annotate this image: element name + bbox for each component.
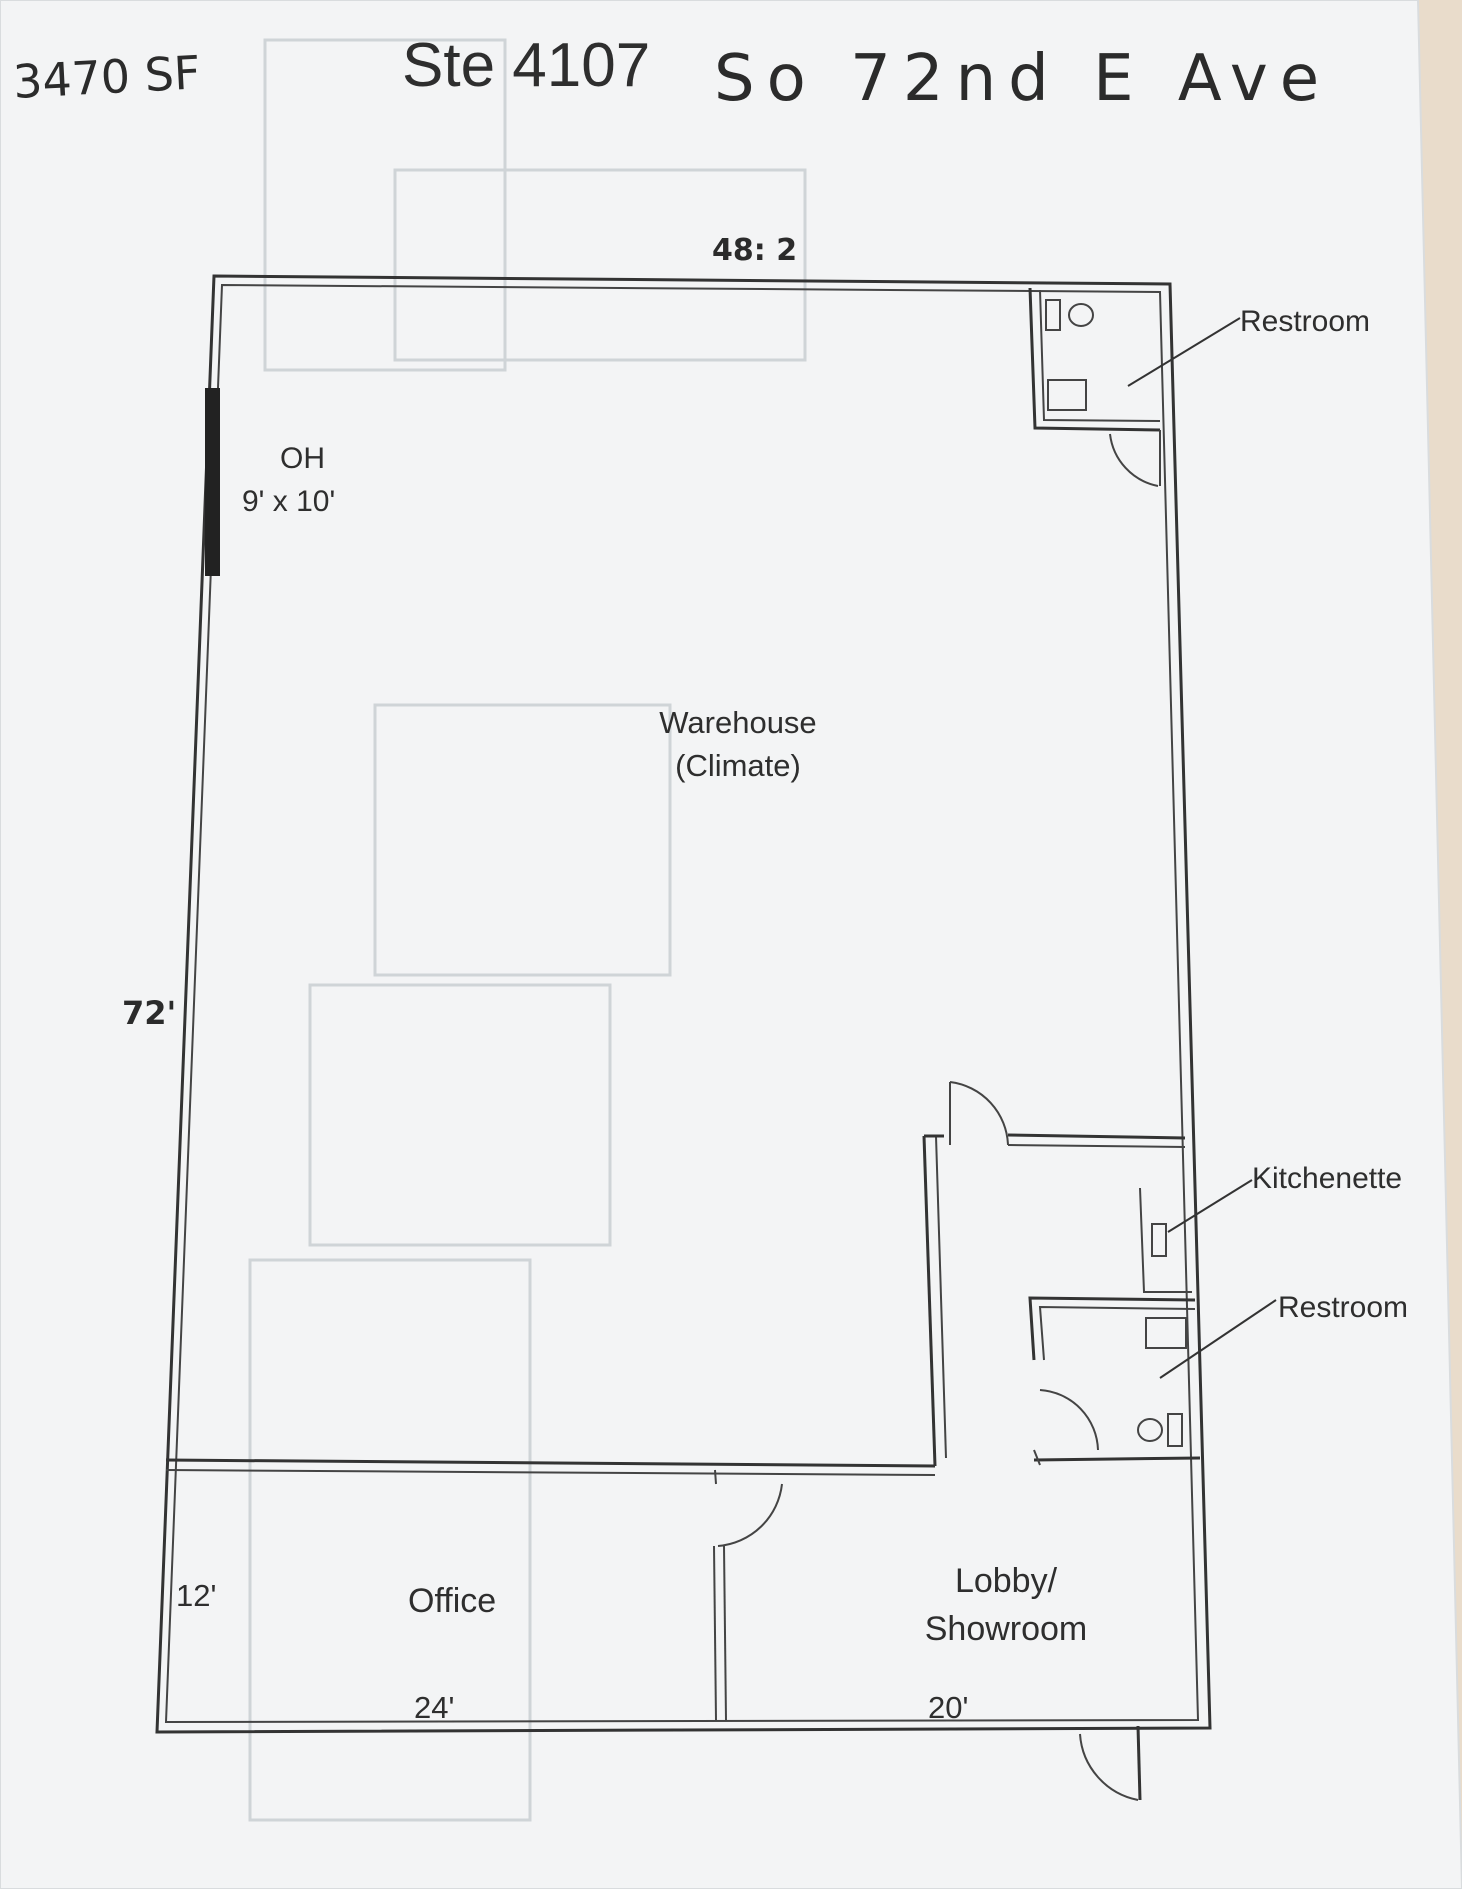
- kitchenette-leader: [1167, 1179, 1253, 1233]
- overhead-door: [205, 388, 220, 576]
- warehouse-label: Warehouse: [659, 705, 816, 740]
- kitchenette-label: Kitchenette: [1252, 1162, 1402, 1195]
- restroom-bottom-label: Restroom: [1278, 1291, 1408, 1324]
- lobby-label: Lobby/: [955, 1562, 1058, 1600]
- square-feet-note: 3470 SF: [12, 45, 202, 109]
- service-core-walls: [922, 1081, 1186, 1467]
- overhead-door-size: 9' x 10': [242, 485, 335, 518]
- office-width-dimension: 24': [414, 1690, 454, 1725]
- suite-number: Ste 4107: [402, 31, 650, 100]
- street-address: So 72nd E Ave: [714, 42, 1331, 116]
- office-label: Office: [408, 1582, 496, 1620]
- restroom-top-room: [1028, 287, 1161, 487]
- warehouse-front-divider: [165, 1458, 936, 1721]
- lobby-width-dimension: 20': [928, 1690, 968, 1725]
- bleed-through-marks: [248, 38, 807, 1822]
- lobby-note: Showroom: [925, 1610, 1088, 1648]
- kitchenette-room: [1139, 1187, 1192, 1293]
- entry-door: [1079, 1725, 1142, 1801]
- office-depth-dimension: 12': [176, 1578, 216, 1613]
- top-width-dimension: 48: 2: [712, 233, 797, 268]
- restroom-top-leader: [1127, 317, 1241, 387]
- overhead-door-label: OH: [280, 442, 325, 475]
- restroom-bottom-leader: [1159, 1299, 1277, 1379]
- exterior-walls: [155, 274, 1212, 1734]
- warehouse-note: (Climate): [675, 748, 801, 783]
- restroom-top-label: Restroom: [1240, 305, 1370, 338]
- restroom-bottom-room: [1028, 1296, 1201, 1466]
- left-length-dimension: 72': [122, 994, 176, 1032]
